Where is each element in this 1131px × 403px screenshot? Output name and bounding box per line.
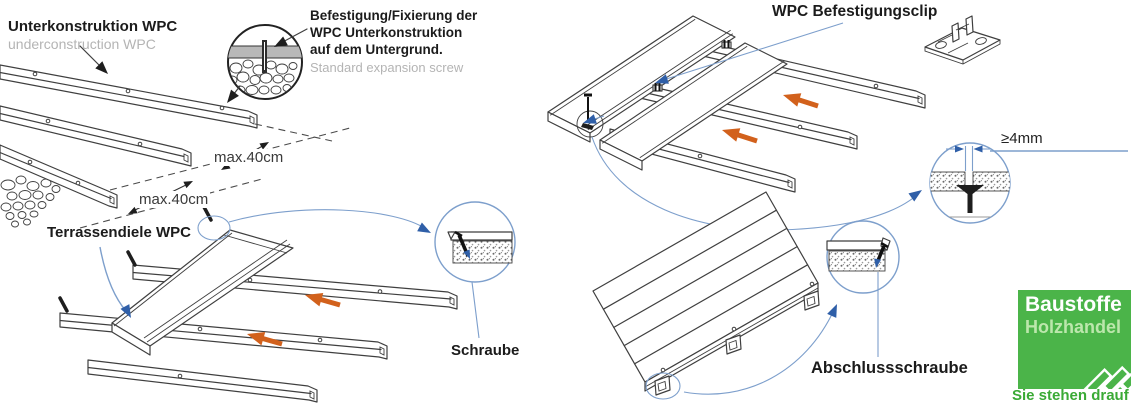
clip-leader-line: [659, 22, 844, 82]
joist-beam: [59, 312, 388, 360]
joist-beam: [0, 144, 118, 209]
joist-beam: [87, 359, 318, 403]
deck-board-label: Terrassendiele WPC: [47, 224, 191, 241]
substructure-subtitle: underconstruction WPC: [8, 36, 156, 52]
fastening-clip-mark: [652, 83, 663, 92]
end-screw-detail: [826, 220, 900, 357]
gap-clip-icon: [956, 185, 984, 196]
spacing-label-2: max.40cm: [137, 191, 211, 208]
logo-line2: Holzhandel: [1025, 317, 1122, 337]
fixing-note-line3: auf dem Untergrund.: [310, 42, 443, 57]
gravel-texture: [0, 175, 61, 228]
deck-board-drawing: [58, 205, 458, 403]
spacing-label-1: max.40cm: [212, 149, 286, 166]
substructure-drawing: [0, 45, 351, 229]
logo-tagline: Sie stehen drauf: [1012, 387, 1129, 403]
logo-line1: Baustoffe: [1025, 293, 1122, 316]
fastening-clip-mark: [721, 40, 732, 49]
end-screw-label: Abschlussschraube: [811, 359, 968, 377]
substructure-title: Unterkonstruktion WPC: [8, 18, 178, 35]
joist-end: [654, 367, 671, 396]
deck-board: [547, 15, 736, 143]
callout-curve: [228, 209, 427, 230]
deck-board: [599, 42, 788, 171]
screw-mark: [126, 250, 137, 267]
clip-title: WPC Befestigungsclip: [772, 3, 938, 20]
board-leader-line: [99, 246, 127, 312]
deck-board: [111, 229, 294, 356]
joist-beam: [0, 105, 192, 167]
screw-mark: [58, 296, 69, 313]
joist-end: [803, 281, 820, 311]
edge-screw-callout: [576, 93, 604, 138]
slide-direction-arrow: [719, 88, 819, 144]
finished-deck-drawing: [592, 191, 842, 400]
fixing-note-subtitle: Standard expansion screw: [310, 60, 464, 75]
screw-mark: [202, 205, 213, 222]
gap-label: ≥4mm: [1001, 130, 1043, 147]
screw-label: Schraube: [451, 342, 520, 359]
wpc-clip-icon: [924, 15, 1001, 65]
joist-beam: [0, 64, 258, 129]
callout-curve: [683, 309, 835, 395]
screw-detail: [434, 201, 516, 339]
fixing-note-line1: Befestigung/Fixierung der: [310, 8, 478, 23]
gap-detail: [929, 142, 1128, 224]
company-logo: Baustoffe Holzhandel: [1018, 290, 1131, 389]
corner-callout-circle: [645, 372, 681, 400]
corner-callout-circle: [197, 215, 231, 241]
clip-installation-drawing: [547, 15, 926, 231]
slide-direction-arrow: [245, 288, 341, 347]
expansion-screw-detail: [223, 24, 308, 107]
joist-end: [725, 326, 742, 355]
fixing-note-line2: WPC Unterkonstruktion: [310, 25, 463, 40]
